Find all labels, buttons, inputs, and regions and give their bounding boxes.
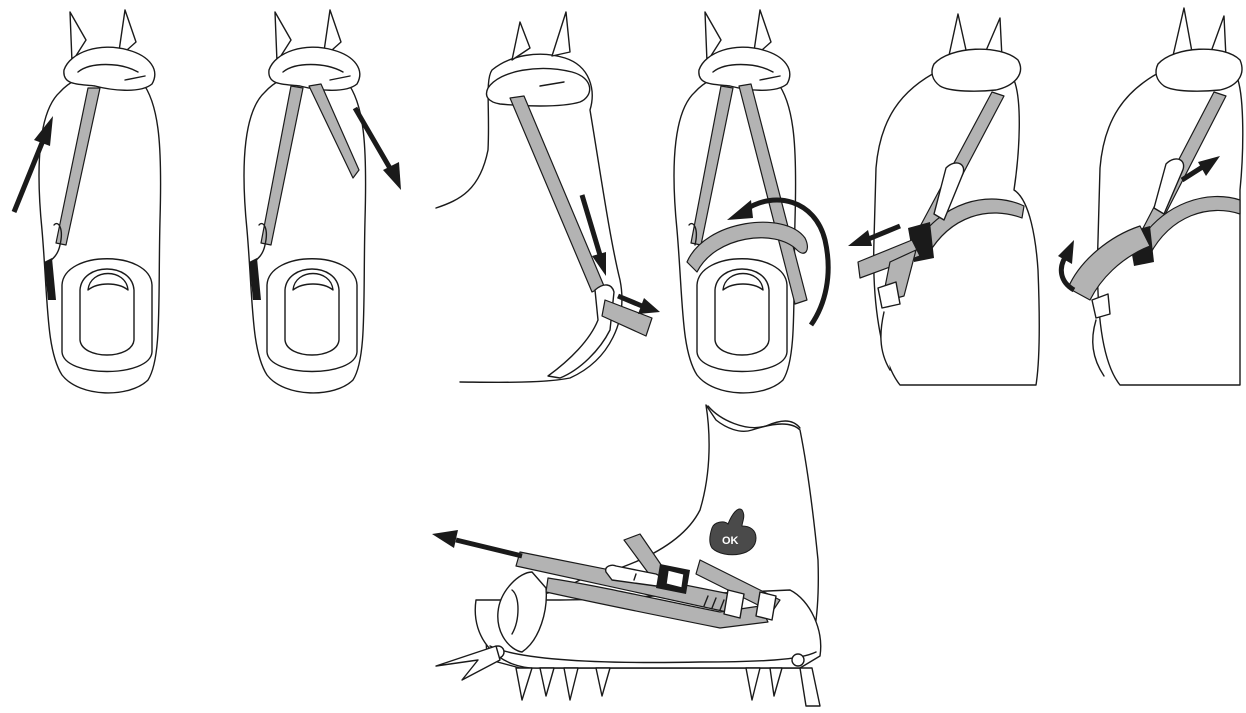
panel-step-3 — [436, 12, 660, 382]
panel-step-1 — [14, 10, 161, 393]
ok-label: OK — [722, 535, 739, 547]
panel-step-5 — [848, 14, 1039, 385]
panel-step-2 — [244, 10, 401, 393]
panel-step-6 — [1058, 8, 1243, 385]
panel-final: OK — [432, 405, 821, 706]
arrow-left-long-icon — [432, 530, 522, 556]
panel-step-4 — [674, 10, 828, 393]
